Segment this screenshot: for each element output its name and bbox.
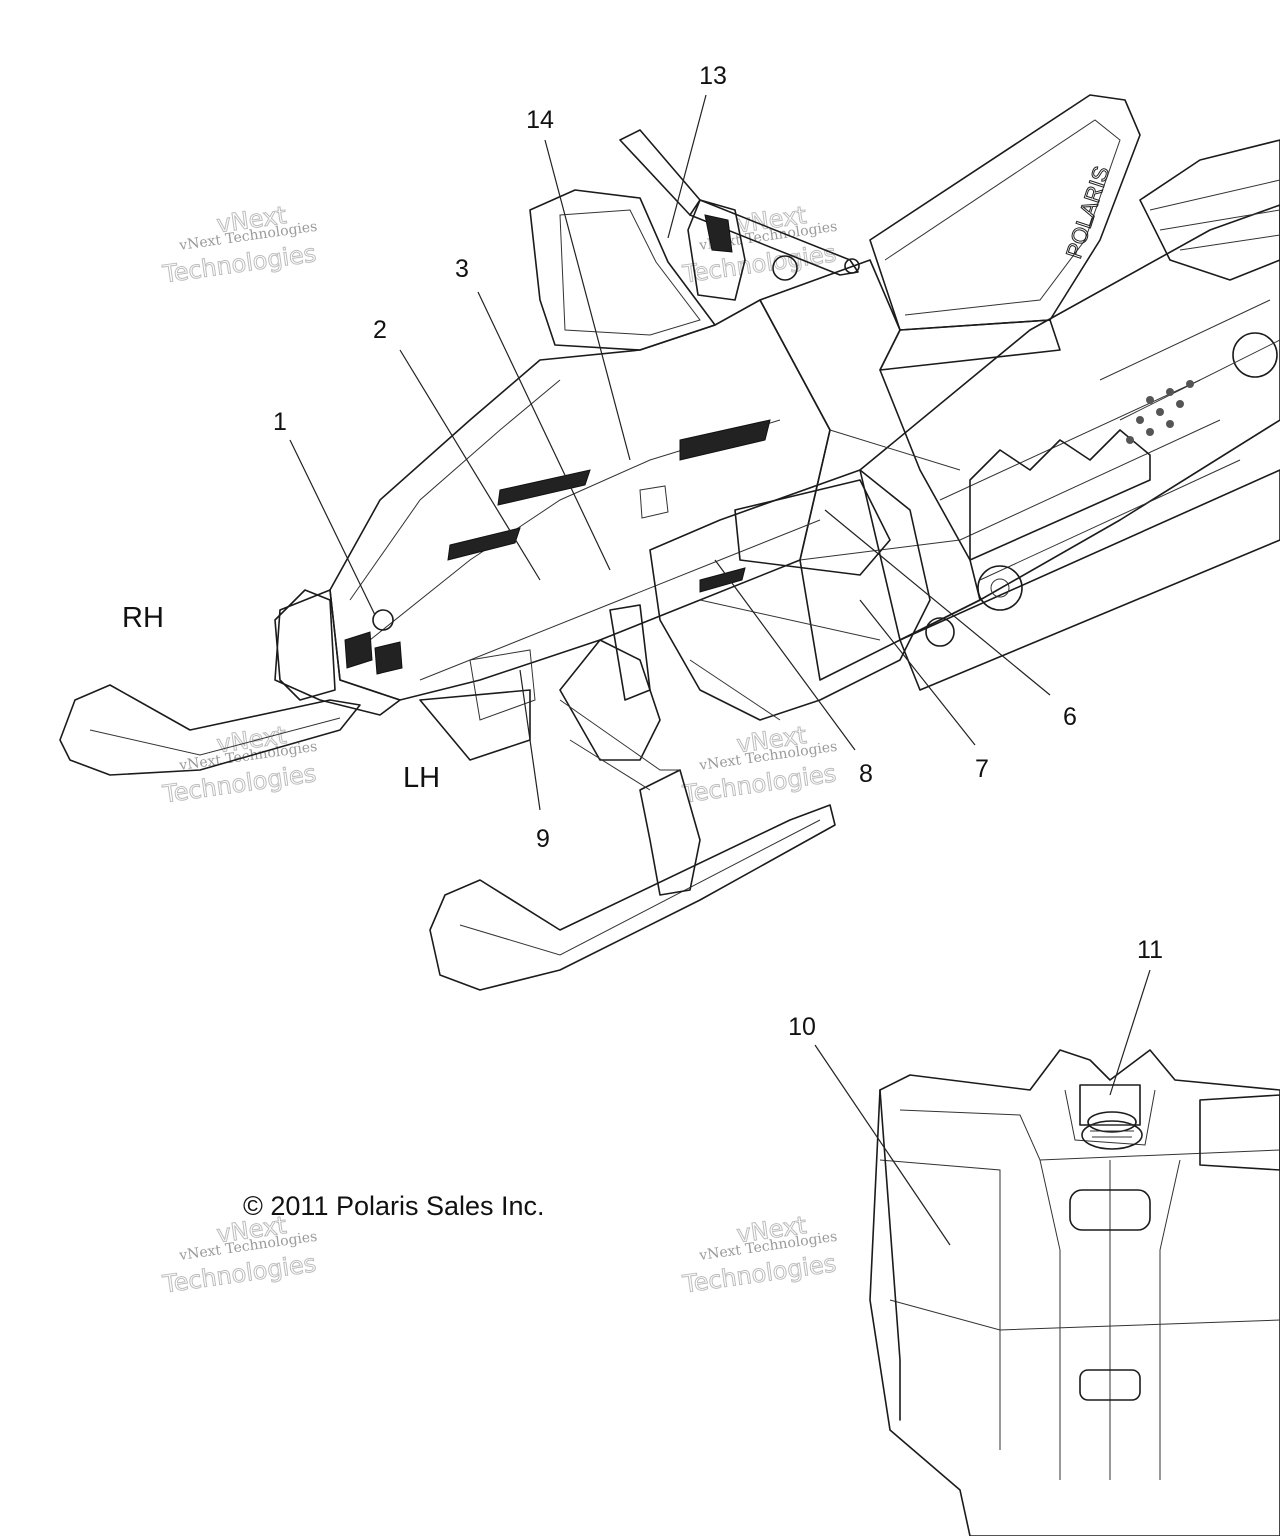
watermark: vNext vNext Technologies Technologies <box>160 721 319 810</box>
fuel-tank-drawing <box>869 1049 1280 1536</box>
callout-6[interactable]: 6 <box>1063 703 1077 731</box>
seat-brand: POLARIS <box>1061 163 1114 261</box>
callout-14[interactable]: 14 <box>526 106 554 134</box>
callout-10[interactable]: 10 <box>788 1013 816 1041</box>
watermark: vNext vNext Technologies Technologies <box>680 1211 839 1300</box>
callout-9[interactable]: 9 <box>536 825 550 853</box>
side-label-lh: LH <box>403 762 440 794</box>
callout-2[interactable]: 2 <box>373 316 387 344</box>
callout-8[interactable]: 8 <box>859 760 873 788</box>
watermark: vNext vNext Technologies Technologies <box>680 721 839 810</box>
callout-13[interactable]: 13 <box>699 62 727 90</box>
callout-7[interactable]: 7 <box>975 755 989 783</box>
callout-1[interactable]: 1 <box>273 408 287 436</box>
side-label-rh: RH <box>122 602 164 634</box>
watermark: vNext vNext Technologies Technologies <box>160 201 319 290</box>
leader-lines <box>289 94 1151 1246</box>
callout-11[interactable]: 11 <box>1137 936 1163 964</box>
callout-3[interactable]: 3 <box>455 255 469 283</box>
copyright-notice: © 2011 Polaris Sales Inc. <box>243 1191 545 1221</box>
